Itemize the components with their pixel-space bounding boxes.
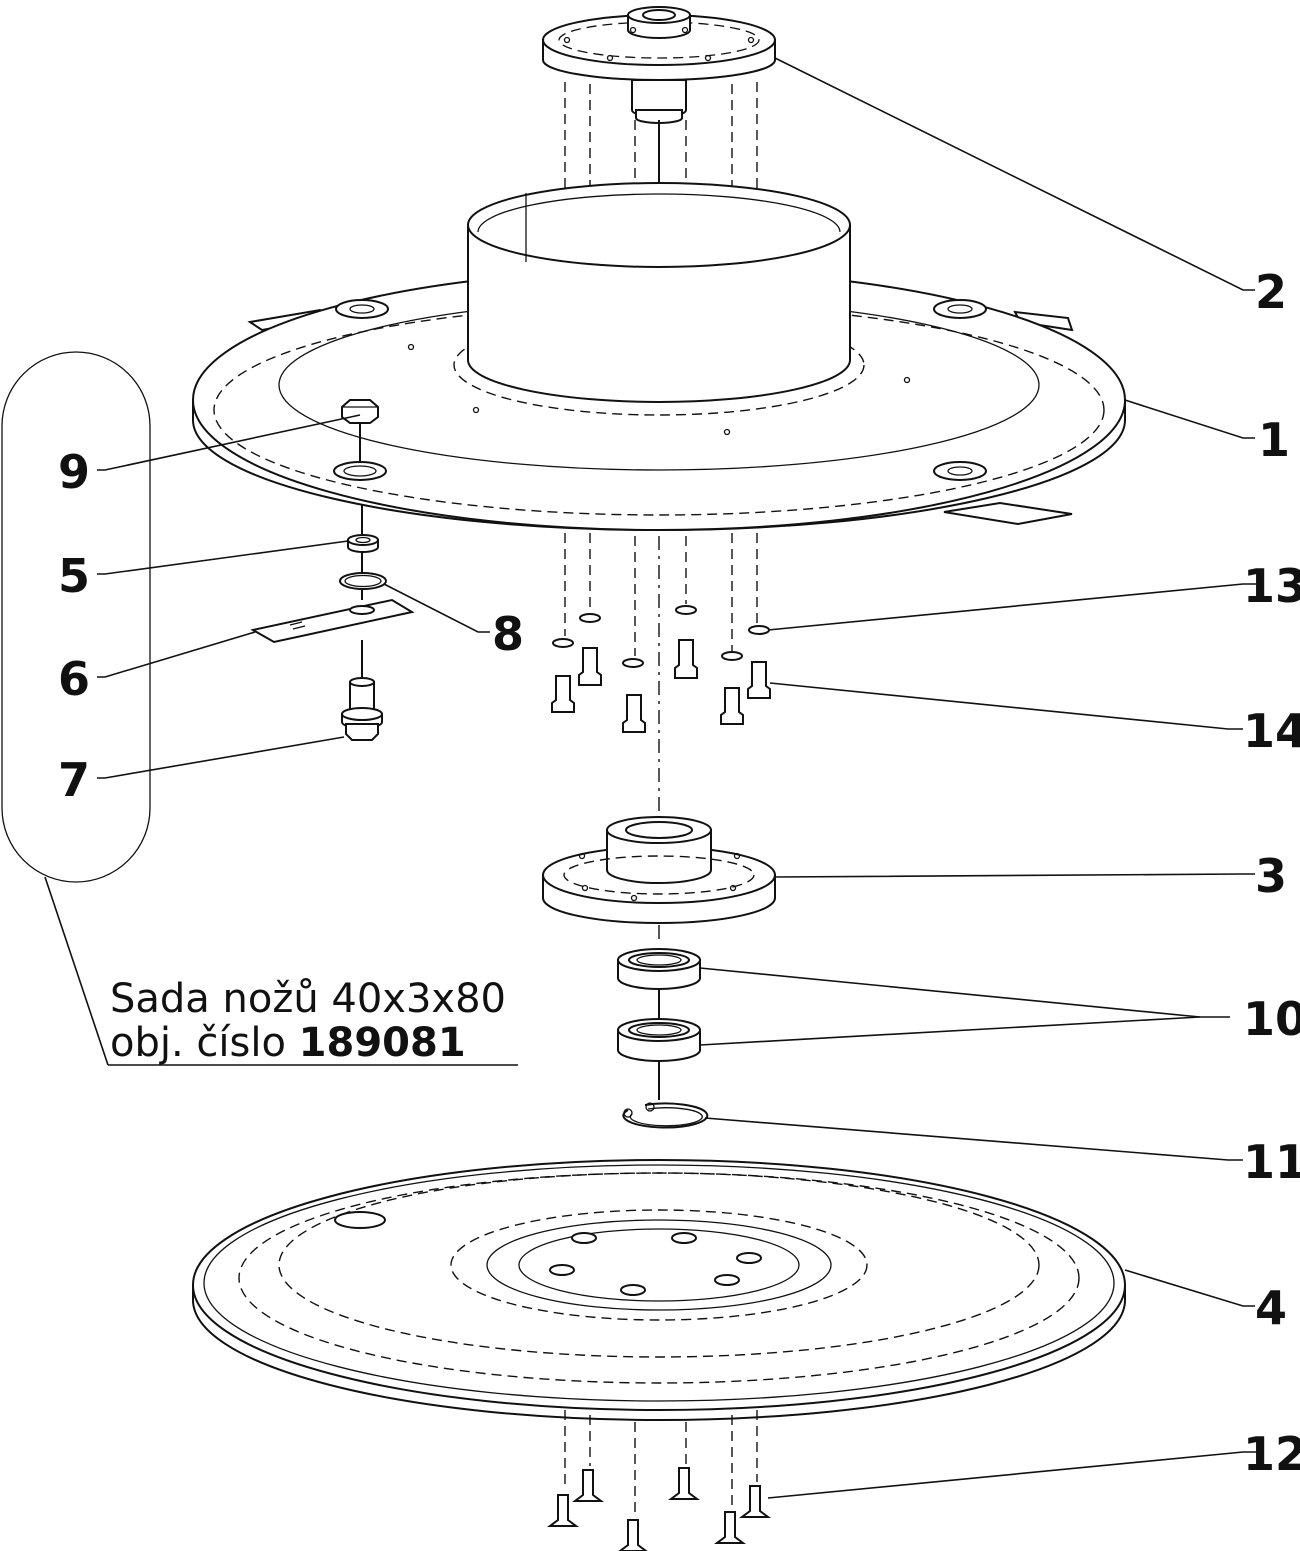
callout-14: 14: [1243, 704, 1300, 758]
kit-note-order-number: 189081: [299, 1020, 466, 1066]
callout-11: 11: [1243, 1135, 1300, 1189]
part-11-circlip: [622, 1102, 709, 1129]
callout-3: 3: [1255, 849, 1287, 903]
callout-5: 5: [58, 549, 90, 603]
callout-4: 4: [1255, 1281, 1287, 1335]
leader-lines: [97, 57, 1258, 1499]
part-2-top-flange: [542, 6, 776, 124]
callout-2: 2: [1255, 265, 1287, 319]
kit-note-order-prefix: obj. číslo: [110, 1020, 299, 1066]
callout-1: 1: [1258, 413, 1290, 467]
part-12-screws: [547, 1410, 771, 1551]
callout-13: 13: [1243, 559, 1300, 613]
part-3-bearing-flange: [542, 816, 776, 945]
knife-kit-parts: [250, 505, 415, 741]
knife-kit-bracket: [1, 351, 518, 1066]
callout-10: 10: [1243, 992, 1300, 1046]
part-10-bearings: [617, 948, 701, 1100]
kit-note: Sada nožů 40x3x80 obj. číslo 189081: [110, 976, 506, 1066]
part-13-14-bolts: [551, 533, 771, 830]
callout-12: 12: [1243, 1427, 1300, 1481]
callout-8: 8: [492, 607, 524, 661]
callout-labels: 2 1 13 14 3 10 11 4 12 9 5 8 6 7: [58, 265, 1300, 1481]
callout-7: 7: [58, 753, 90, 807]
part-1-housing: [192, 182, 1126, 531]
kit-note-order: obj. číslo 189081: [110, 1020, 466, 1066]
callout-9: 9: [58, 445, 90, 499]
kit-note-title: Sada nožů 40x3x80: [110, 976, 506, 1022]
part-4-bottom-disc: [192, 1159, 1126, 1421]
callout-6: 6: [58, 652, 90, 706]
